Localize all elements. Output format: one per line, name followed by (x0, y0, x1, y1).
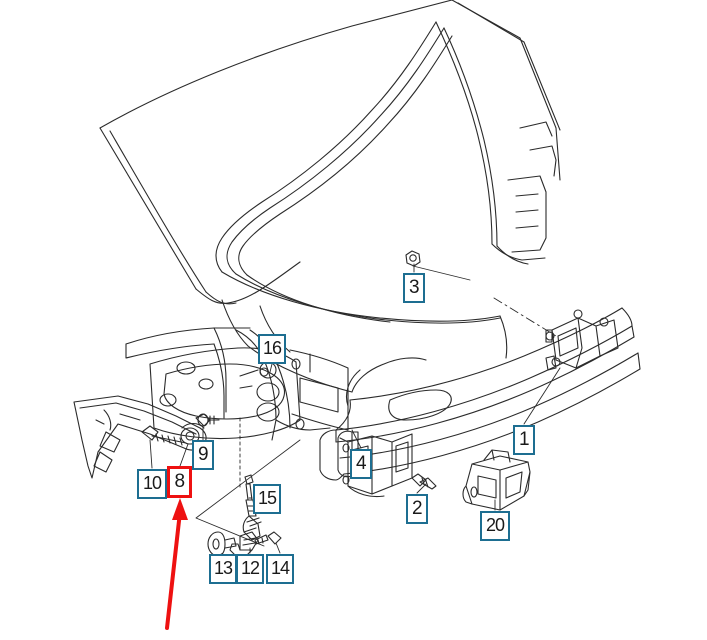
callout-number-label: 20 (485, 515, 505, 535)
crash-box-part-20 (462, 449, 531, 511)
callout-number-label: 12 (240, 558, 260, 578)
callout-number-label: 15 (257, 488, 277, 508)
callout-12-ball-stud[interactable]: 12 (236, 554, 264, 584)
callout-number-label: 8 (174, 470, 185, 492)
callout-14-screw[interactable]: 14 (266, 554, 294, 584)
callout-number-label: 14 (270, 558, 290, 578)
ball-stud-bracket-part-12 (229, 531, 259, 557)
rear-body-panel (125, 327, 349, 441)
callout-number-label: 1 (518, 428, 530, 450)
callout-20-crash-box[interactable]: 20 (480, 511, 510, 541)
callout-3-nut[interactable]: 3 (403, 273, 425, 303)
callout-number-label: 4 (355, 452, 367, 474)
right-beam-bracket (545, 309, 619, 371)
assembly-guide-lines (195, 417, 301, 547)
callout-number-label: 9 (197, 443, 209, 465)
callout-number-label: 10 (142, 473, 162, 493)
left-side-bracket (73, 395, 207, 479)
callout-15-gas-strut[interactable]: 15 (253, 484, 281, 514)
callout-2-bolt[interactable]: 2 (406, 494, 428, 524)
callout-number-label: 3 (408, 276, 420, 298)
screw-part-14 (254, 531, 282, 545)
callout-leader-lines (149, 263, 561, 557)
callout-9-bolt[interactable]: 9 (192, 440, 214, 470)
callout-13-cap[interactable]: 13 (209, 554, 237, 584)
nut-part-3 (405, 250, 421, 267)
callout-number-label: 2 (411, 497, 423, 519)
screw-part-10 (141, 425, 187, 446)
callout-number-label: 16 (262, 338, 282, 358)
callout-8-highlighted[interactable]: 8 (167, 466, 192, 498)
callout-10-screw[interactable]: 10 (137, 469, 167, 499)
callout-number-label: 13 (213, 558, 233, 578)
callout-16-grommet[interactable]: 16 (258, 334, 286, 364)
callout-1-bumper-beam[interactable]: 1 (513, 425, 535, 455)
gas-strut-part-15 (242, 474, 262, 541)
rear-hatch-panel (99, 0, 561, 393)
bolt-part-9 (195, 413, 220, 427)
callout-4-pad[interactable]: 4 (350, 449, 372, 479)
bolt-part-2 (411, 473, 437, 490)
red-annotation-arrow (165, 498, 188, 630)
alignment-dash-dot-line (493, 297, 557, 337)
